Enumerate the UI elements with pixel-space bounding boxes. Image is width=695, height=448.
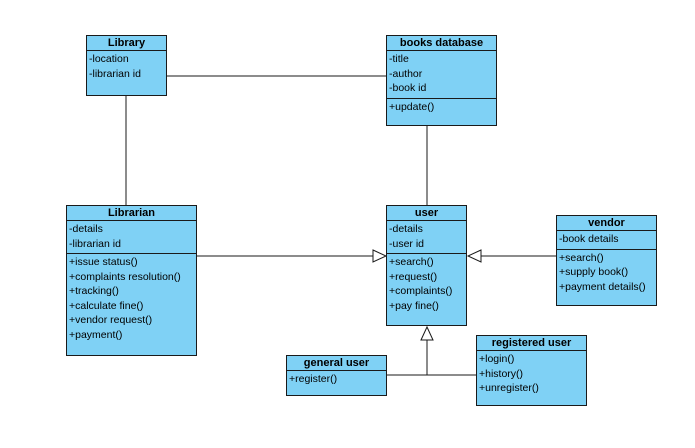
operation: +register() [289,373,338,385]
generalization-arrowhead [466,249,482,263]
class-librarian[interactable]: Librarian -details -librarian id +issue sta… [66,205,197,356]
attribute: -author [389,67,423,80]
operation: +vendor request() [69,314,153,326]
operation: +issue status() [69,256,138,268]
attribute: -location [89,53,129,65]
class-name: books database [387,36,496,51]
class-name: user [387,206,466,221]
attribute: -librarian id [69,237,121,250]
attributes-compartment: -details -librarian id [67,221,196,254]
attribute: -book id [389,82,427,94]
attributes-compartment: -details -user id [387,221,466,254]
attributes-compartment: -title -author -book id [387,51,496,99]
operations-compartment: +issue status() +complaints resolution() +… [67,254,196,344]
attributes-compartment: -book details [557,231,656,250]
attributes-compartment: -location -librarian id [87,51,166,83]
operations-compartment: +update() [387,99,496,117]
attribute: -title [389,53,409,65]
attribute: -librarian id [89,67,141,80]
operation: +unregister() [479,382,539,394]
operation: +request() [389,270,438,283]
attribute: -user id [389,237,425,250]
generalization-arrowhead [372,249,388,263]
operation: +search() [389,256,434,268]
operation: +complaints resolution() [69,270,181,283]
operation: +update() [389,100,435,113]
operations-compartment: +search() +supply book() +payment details(… [557,250,656,297]
attribute: -details [389,223,423,235]
operations-compartment: +login() +history() +unregister() [477,351,586,398]
class-vendor[interactable]: vendor -book details +search() +supply book… [556,215,657,306]
class-name: registered user [477,336,586,351]
class-name: general user [287,356,386,371]
attribute: -details [69,223,103,235]
operation: +history() [479,367,524,380]
generalization-arrowhead [420,325,434,341]
class-user[interactable]: user-details-user id+search()+request()+… [386,205,467,326]
attribute: -book details [559,233,619,245]
operation: +payment details() [559,280,646,293]
operation: +tracking() [69,285,119,297]
operation: +pay fine() [389,299,439,312]
operation: +login() [479,353,515,365]
class-library[interactable]: Library -location -librarian id [86,35,167,96]
operations-compartment: +register() [287,371,386,389]
operation: +search() [559,251,604,264]
class-name: vendor [557,216,656,231]
class-name: Librarian [67,206,196,221]
class-registered-user[interactable]: registered user +login() +history() +unregi… [476,335,587,406]
class-general-user[interactable]: general user +register() [286,355,387,396]
class-books-database[interactable]: books database -title -author -book id +upda… [386,35,497,126]
operation: +supply book() [559,266,629,278]
class-name: Library [87,36,166,51]
operations-compartment: +search() +request() +complaints() +pay fin… [387,254,466,315]
operation: +calculate fine() [69,299,144,312]
operation: +payment() [69,328,123,341]
operation: +complaints() [389,285,453,297]
